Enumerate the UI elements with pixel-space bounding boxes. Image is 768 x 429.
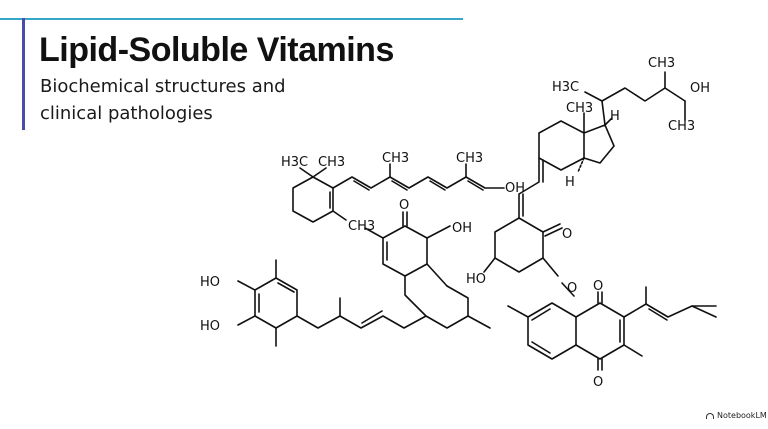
slide-title: Lipid-Soluble Vitamins	[39, 31, 394, 69]
label-ch3-a2: CH3	[382, 151, 409, 166]
label-h3c-d1: H3C	[552, 80, 579, 95]
brand-label: NotebookLM	[717, 411, 767, 420]
label-ch3-d3: CH3	[566, 101, 593, 116]
label-h-d1: H	[610, 109, 620, 124]
label-o-d-ketone: O	[562, 227, 572, 242]
label-ch3-d2: CH3	[668, 119, 695, 134]
side-accent-bar	[22, 18, 25, 130]
vitamin-d-structure	[483, 71, 686, 297]
label-ch3-a4: CH3	[348, 219, 375, 234]
label-ho-d: HO	[466, 272, 486, 287]
subtitle-line-2: clinical pathologies	[40, 103, 213, 124]
vitamin-k-structure	[507, 286, 717, 371]
label-ch3-d1: CH3	[648, 56, 675, 71]
label-oh-d-side: OH	[690, 81, 710, 96]
label-h-d2: H	[565, 175, 575, 190]
notebooklm-brand: NotebookLM	[706, 411, 767, 420]
top-accent-rule	[0, 18, 463, 20]
label-ho-e2: HO	[200, 319, 220, 334]
label-oh-e: OH	[452, 221, 472, 236]
label-o-link: O	[567, 281, 577, 296]
subtitle-line-1: Biochemical structures and	[40, 76, 286, 97]
label-o-e-top: O	[399, 198, 409, 213]
label-ch3-a1: CH3	[318, 155, 345, 170]
slide-subtitle: Biochemical structures and clinical path…	[40, 73, 370, 127]
label-ho-e1: HO	[200, 275, 220, 290]
vitamin-a-retinol-structure	[292, 163, 505, 223]
label-h3c-a1: H3C	[281, 155, 308, 170]
label-oh-retinol: OH	[505, 181, 525, 196]
atom-labels: H3C CH3 CH3 CH3 CH3 OH H3C CH3 OH CH3 CH…	[200, 56, 710, 390]
vitamin-e-structure	[237, 211, 491, 347]
label-o-k-bottom: O	[593, 375, 603, 390]
label-o-k-top: O	[593, 279, 603, 294]
notebooklm-logo-icon	[706, 412, 714, 419]
label-ch3-a3: CH3	[456, 151, 483, 166]
